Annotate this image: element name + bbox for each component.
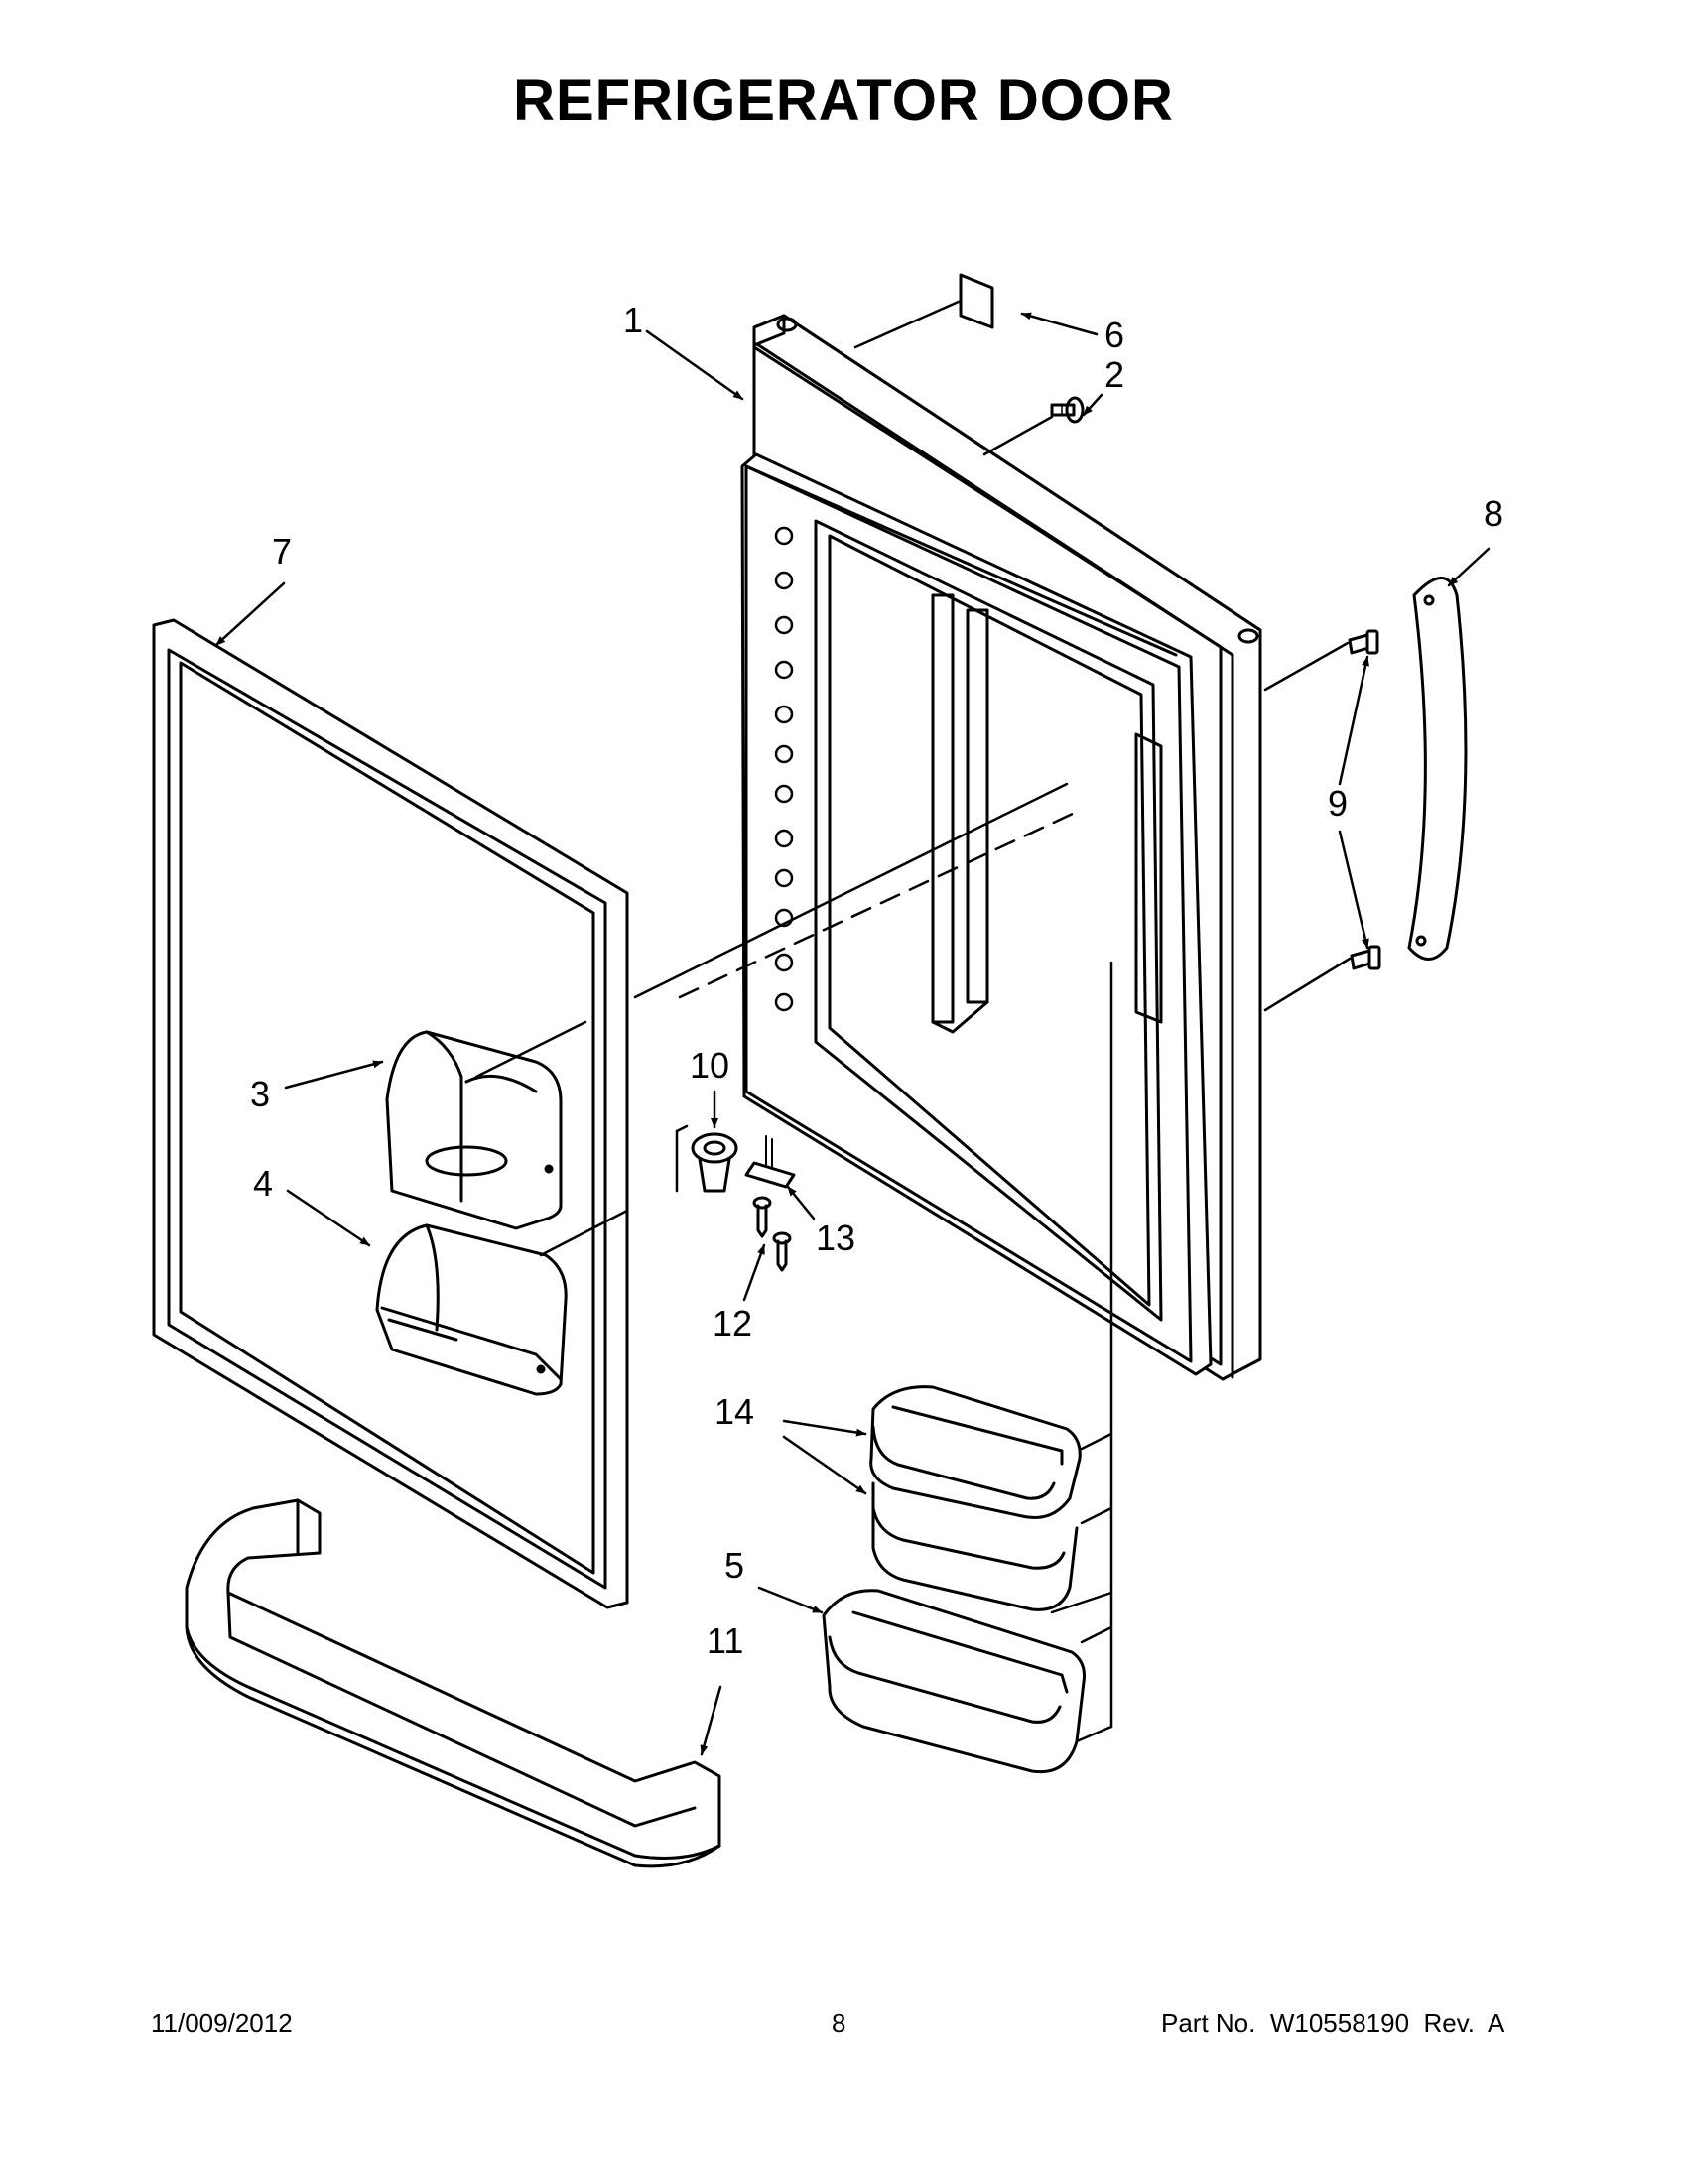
hinge-pin-part [1050,396,1085,424]
door-liner [740,452,1213,1376]
callout-12: 12 [713,1303,752,1344]
door-bin-part-lower [871,1481,1079,1611]
plug-button-part [959,273,994,329]
handle-screw-parts [1348,629,1381,970]
callout-arrows [214,312,1491,1756]
callout-1: 1 [623,300,643,340]
callout-11: 11 [707,1620,743,1661]
callout-5: 5 [724,1545,744,1586]
callout-2: 2 [1104,354,1124,395]
footer-page-number: 8 [832,2008,846,2038]
footer-part-number: Part No. W10558190 Rev. A [1161,2008,1505,2038]
callout-14: 14 [714,1391,754,1432]
door-stop-part [691,1132,738,1193]
footer-date: 11/009/2012 [151,2008,293,2038]
door-bin-part-upper [869,1385,1082,1519]
callout-6: 6 [1104,315,1124,355]
door-shelf-part [185,1498,721,1868]
door-bin-part-bottom [822,1589,1086,1774]
callout-labels: 1 2 3 4 5 6 7 8 9 10 11 12 13 14 [250,300,1503,1661]
callout-4: 4 [253,1163,273,1204]
dispenser-cover-part [375,1223,568,1396]
callout-7: 7 [272,531,292,572]
callout-3: 3 [250,1074,270,1114]
callout-9: 9 [1328,783,1348,824]
dispenser-housing-part [385,1030,563,1230]
bracket-screw-parts [752,1196,792,1272]
page-title: REFRIGERATOR DOOR [513,68,1174,133]
assembly-guide-lines [474,299,1352,1743]
callout-13: 13 [816,1218,855,1258]
door-handle-part [1407,577,1468,961]
hinge-bracket-part [744,1135,796,1189]
callout-10: 10 [690,1045,729,1086]
callout-8: 8 [1484,493,1503,534]
